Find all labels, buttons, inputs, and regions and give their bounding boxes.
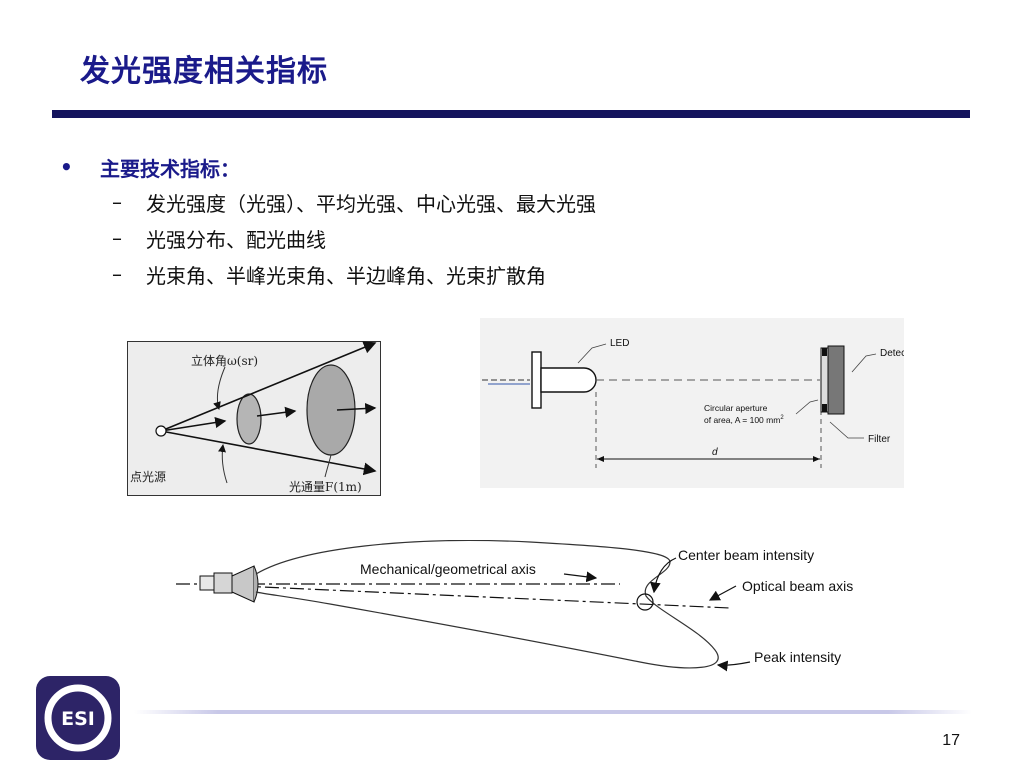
aperture-label-line1: Circular aperture xyxy=(704,403,768,413)
esi-logo: ESI xyxy=(36,676,120,760)
detector xyxy=(827,345,845,415)
led-base xyxy=(531,351,542,409)
sub-bullet-marker: – xyxy=(112,262,122,286)
bullet-list: • 主要技术指标： – 发光强度（光强）、平均光强、中心光强、最大光强 – 光强… xyxy=(60,150,596,292)
filter xyxy=(820,347,829,413)
filter-label: Filter xyxy=(868,434,891,445)
bullet-main: • 主要技术指标： xyxy=(60,150,596,184)
bullet-sub: – 光强分布、配光曲线 xyxy=(112,220,596,256)
title-divider xyxy=(52,110,970,118)
solid-angle-ellipse xyxy=(236,393,262,445)
mechanical-axis-label: Mechanical/geometrical axis xyxy=(360,561,536,577)
slide-title: 发光强度相关指标 xyxy=(80,54,328,89)
peak-intensity-label: Peak intensity xyxy=(754,649,841,665)
sub-bullet-marker: – xyxy=(112,190,122,214)
bullet-sub: – 发光强度（光强）、平均光强、中心光强、最大光强 xyxy=(112,184,596,220)
led-setup-figure: LED d Detector Filter Circular aperture … xyxy=(480,318,904,488)
point-source-label: 点光源 xyxy=(130,470,166,484)
center-intensity-label: Center beam intensity xyxy=(678,547,814,563)
footer-divider xyxy=(134,710,972,714)
led-body xyxy=(540,367,597,393)
lamp xyxy=(231,565,255,603)
point-source xyxy=(155,425,167,437)
bullet-sub: – 光束角、半峰光束角、半边峰角、光束扩散角 xyxy=(112,256,596,292)
detector-label: Detector xyxy=(880,348,904,359)
beam-intensity-figure: Mechanical/geometrical axis Center beam … xyxy=(176,540,853,672)
aperture-label-line2: of area, A = 100 mm2 xyxy=(704,415,784,425)
flux-label: 光通量F(1m) xyxy=(289,480,362,494)
esi-logo-mark: ESI xyxy=(44,684,112,752)
bullet-marker: • xyxy=(60,155,73,179)
led-label: LED xyxy=(610,338,629,349)
bullet-sub-text: 光强分布、配光曲线 xyxy=(146,227,326,252)
optical-axis-label: Optical beam axis xyxy=(742,578,853,594)
solid-angle-label: 立体角ω(sr) xyxy=(191,353,258,368)
center-beam-marker xyxy=(636,593,654,611)
distance-label: d xyxy=(712,447,718,458)
bullet-main-text: 主要技术指标： xyxy=(100,156,240,181)
page-number: 17 xyxy=(942,732,960,749)
bullet-sub-text: 发光强度（光强）、平均光强、中心光强、最大光强 xyxy=(146,191,596,216)
svg-text:ESI: ESI xyxy=(61,708,95,730)
solid-angle-figure: 立体角ω(sr) 点光源 光通量F(1m) xyxy=(127,341,381,496)
intensity-distribution-curve xyxy=(255,540,719,669)
bullet-sub-text: 光束角、半峰光束角、半边峰角、光束扩散角 xyxy=(146,263,546,288)
sub-bullet-marker: – xyxy=(112,226,122,250)
